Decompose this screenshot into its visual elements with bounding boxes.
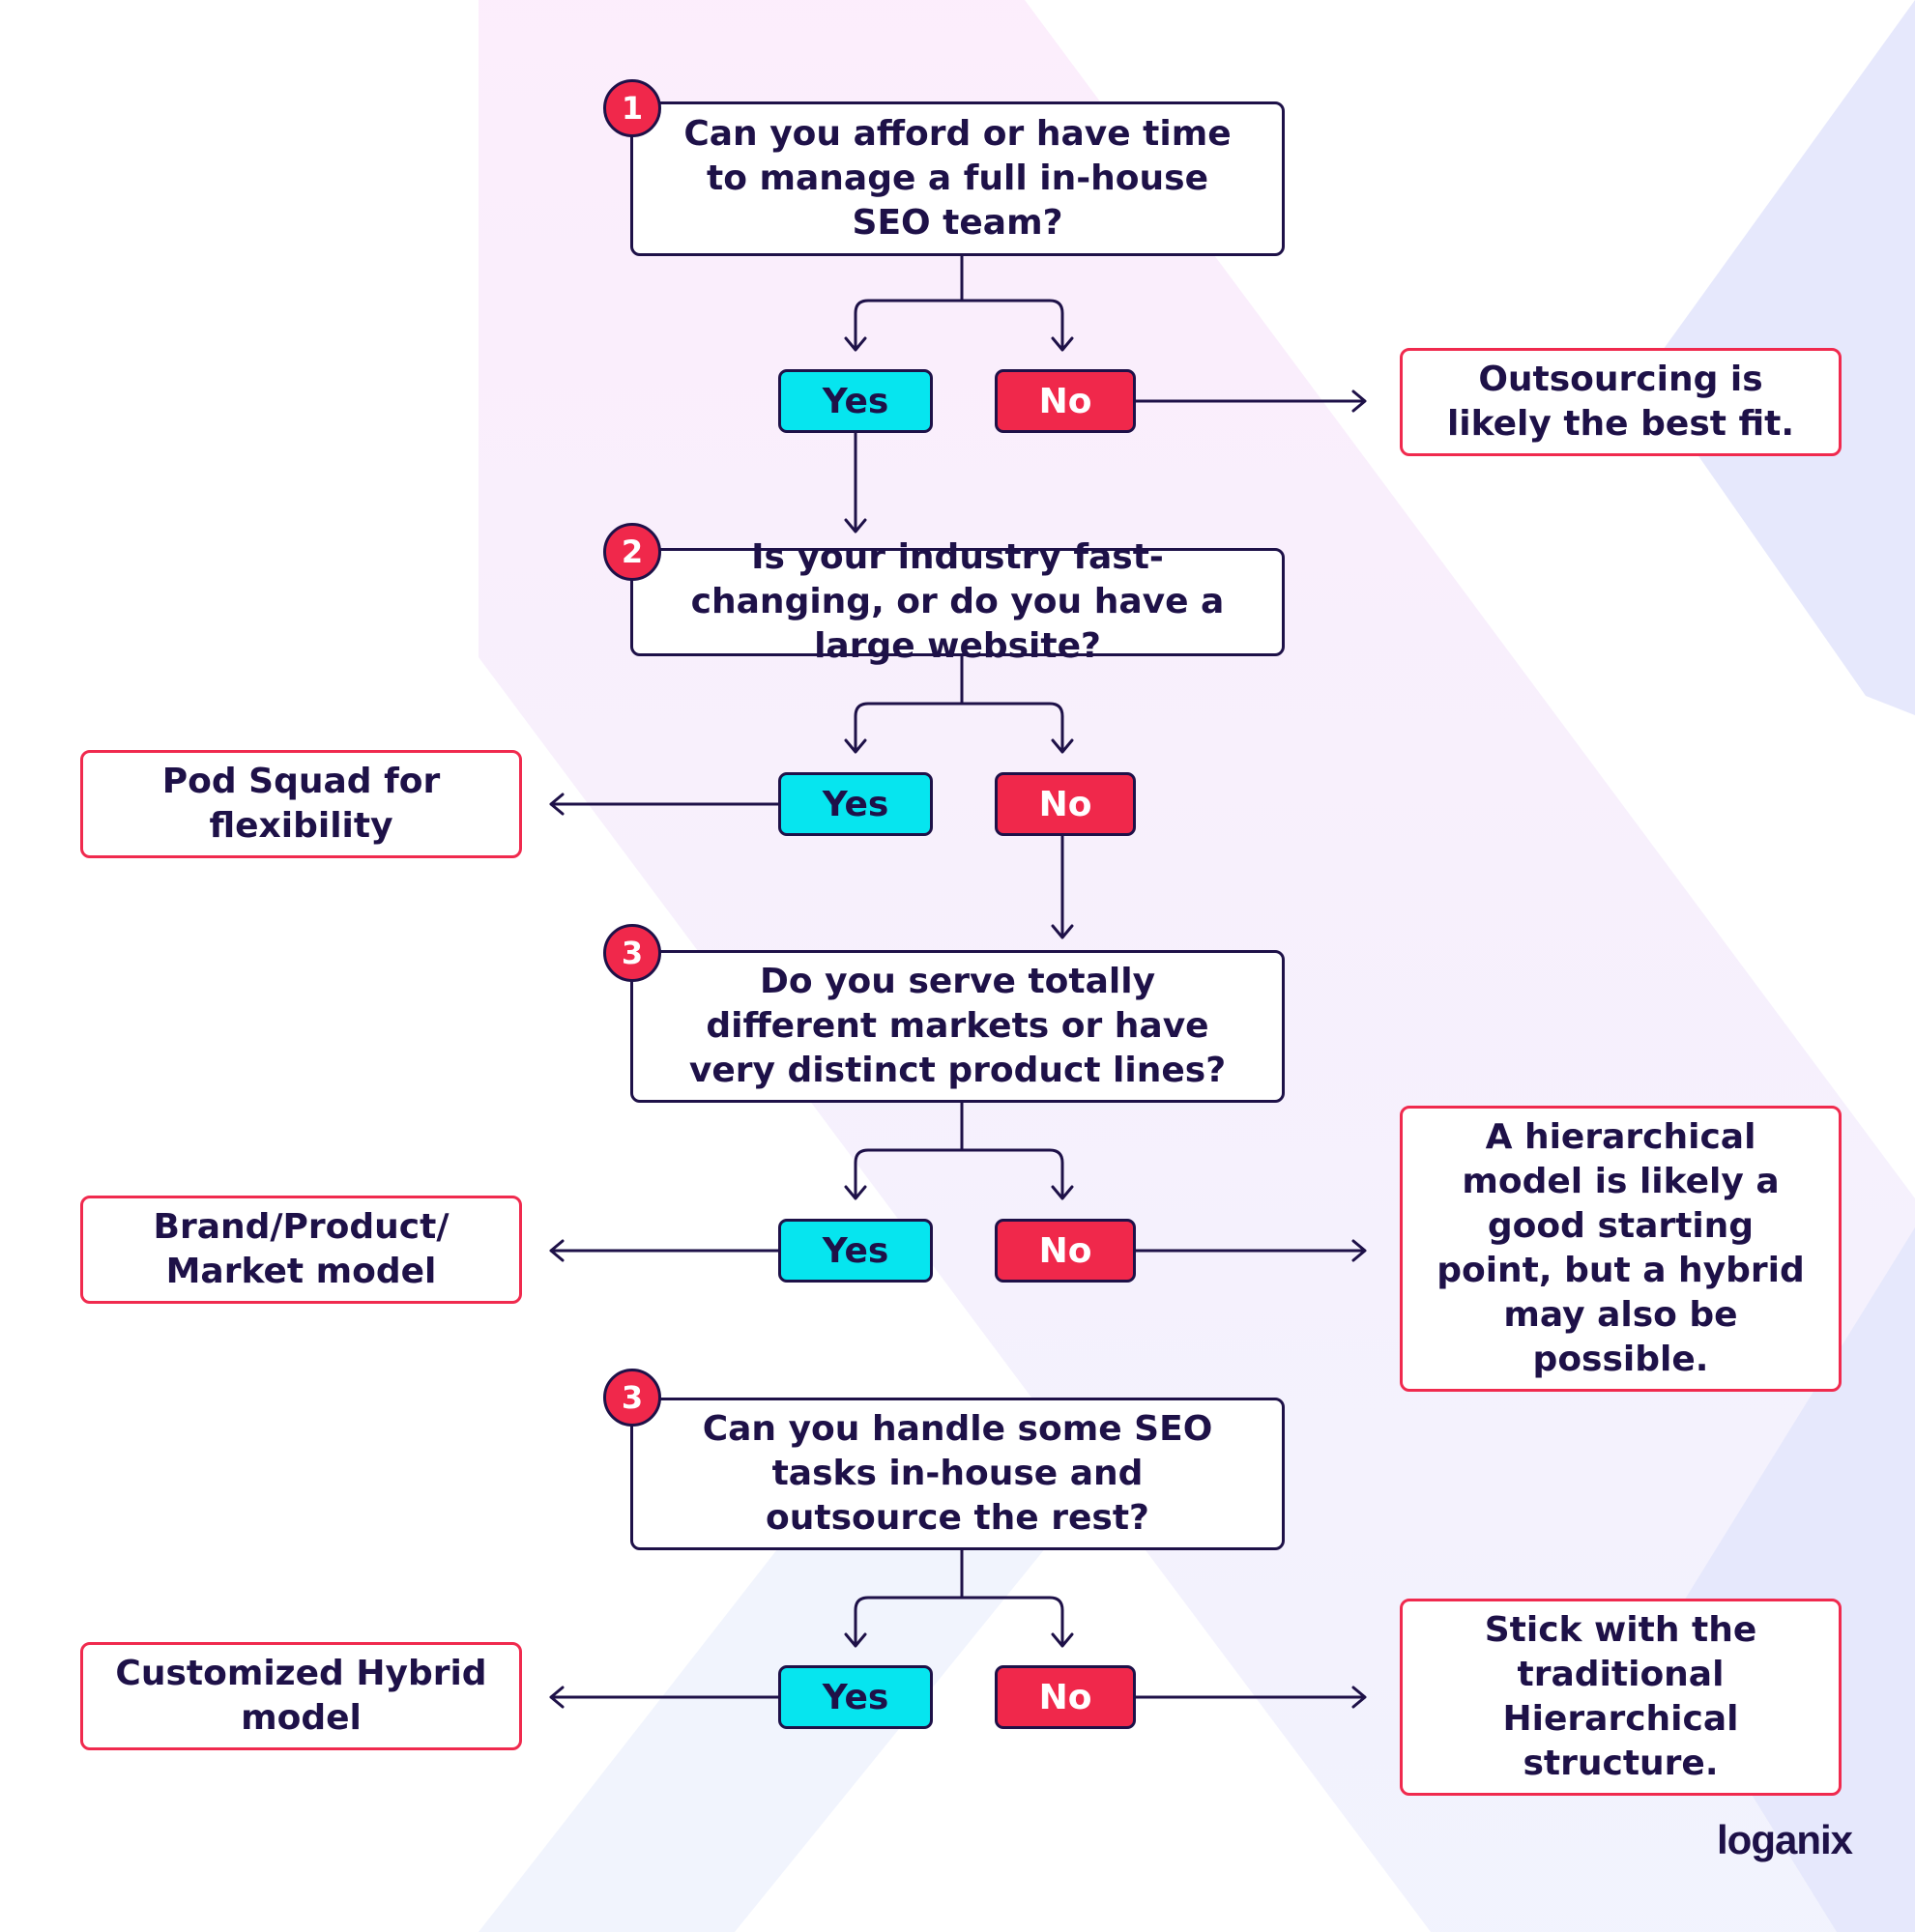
step-1-no-button[interactable]: No	[995, 369, 1136, 433]
step-1-badge: 1	[603, 79, 661, 137]
outcome-outsourcing-text: Outsourcing is likely the best fit.	[1446, 360, 1795, 444]
outcome-brand-product-market-text: Brand/Product/ Market model	[153, 1207, 450, 1291]
step-4-badge: 3	[603, 1369, 661, 1427]
outcome-pod-squad-text: Pod Squad for flexibility	[161, 762, 441, 846]
outcome-traditional-hierarchical: Stick with the traditional Hierarchical …	[1400, 1599, 1842, 1796]
step-2-no-button[interactable]: No	[995, 772, 1136, 836]
outcome-hierarchical-or-hybrid-text: A hierarchical model is likely a good st…	[1436, 1117, 1805, 1379]
outcome-traditional-hierarchical-text: Stick with the traditional Hierarchical …	[1484, 1610, 1757, 1783]
step-2-badge: 2	[603, 523, 661, 581]
loganix-logo: loganix	[1717, 1817, 1853, 1862]
outcome-hierarchical-or-hybrid: A hierarchical model is likely a good st…	[1400, 1106, 1842, 1392]
outcome-pod-squad: Pod Squad for flexibility	[80, 750, 522, 858]
outcome-brand-product-market: Brand/Product/ Market model	[80, 1196, 522, 1304]
question-3-box: Do you serve totally different markets o…	[630, 950, 1285, 1103]
question-2-box: Is your industry fast-changing, or do yo…	[630, 537, 1285, 666]
step-1-yes-button[interactable]: Yes	[778, 369, 933, 433]
step-4-yes-button[interactable]: Yes	[778, 1665, 933, 1729]
step-3-yes-button[interactable]: Yes	[778, 1219, 933, 1283]
outcome-customized-hybrid: Customized Hybrid model	[80, 1642, 522, 1750]
outcome-customized-hybrid-text: Customized Hybrid model	[115, 1654, 487, 1738]
question-4-text: Can you handle some SEO tasks in-house a…	[702, 1409, 1213, 1538]
step-4-no-button[interactable]: No	[995, 1665, 1136, 1729]
question-2-text: Is your industry fast-changing, or do yo…	[690, 537, 1225, 666]
question-3-text: Do you serve totally different markets o…	[688, 962, 1227, 1090]
question-4-box: Can you handle some SEO tasks in-house a…	[630, 1398, 1285, 1550]
step-3-badge: 3	[603, 924, 661, 982]
step-2-yes-button[interactable]: Yes	[778, 772, 933, 836]
question-1-text: Can you afford or have time to manage a …	[683, 114, 1232, 243]
question-1-box: Can you afford or have time to manage a …	[630, 101, 1285, 256]
step-3-no-button[interactable]: No	[995, 1219, 1136, 1283]
outcome-outsourcing: Outsourcing is likely the best fit.	[1400, 348, 1842, 456]
